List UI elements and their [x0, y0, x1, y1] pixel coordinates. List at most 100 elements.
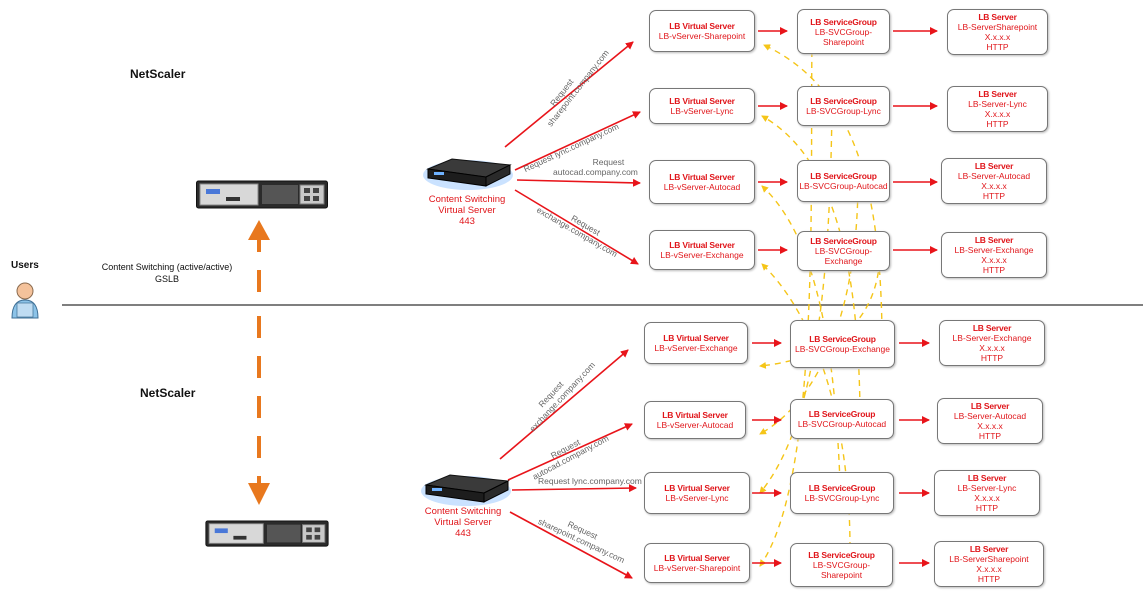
cs-vserver-bottom-label: Content Switching Virtual Server 443 [408, 506, 518, 539]
box-ip: X.x.x.x [976, 564, 1002, 574]
box-name: LB-Server-Autocad [953, 411, 1027, 421]
lb-servicegroup-box[interactable]: LB ServiceGroup LB-SVCGroup-Lync [797, 86, 890, 126]
users-label: Users [11, 260, 39, 271]
content-switch-icon [421, 474, 511, 506]
request-arrow [507, 423, 633, 481]
box-name: LB-Server-Lync [957, 483, 1017, 493]
cross-site-link [763, 44, 883, 331]
netscaler-appliance-icon [196, 180, 328, 209]
lb-server-box[interactable]: LB Server LB-Server-Autocad X.x.x.x HTTP [941, 158, 1047, 204]
lb-servicegroup-box[interactable]: LB ServiceGroup LB-SVCGroup-Lync [790, 472, 894, 514]
lb-server-box[interactable]: LB Server LB-Server-Autocad X.x.x.x HTTP [937, 398, 1043, 444]
box-name-2: Sharepoint [822, 36, 865, 47]
lb-servicegroup-box[interactable]: LB ServiceGroup LB-SVCGroup- Sharepoint [797, 9, 890, 54]
box-ip: X.x.x.x [979, 343, 1005, 353]
box-proto: HTTP [986, 119, 1009, 129]
lb-servicegroup-box[interactable]: LB ServiceGroup LB-SVCGroup- Sharepoint [790, 543, 893, 587]
lb-server-box[interactable]: LB Server LB-ServerSharepoint X.x.x.x HT… [947, 9, 1048, 55]
lb-server-box[interactable]: LB Server LB-Server-Lync X.x.x.x HTTP [934, 470, 1040, 516]
box-title: LB ServiceGroup [810, 236, 877, 246]
box-title: LB Virtual Server [664, 553, 730, 563]
box-name: LB-vServer-Exchange [660, 250, 744, 260]
box-proto: HTTP [975, 503, 999, 513]
box-title: LB Virtual Server [664, 483, 730, 493]
request-line1: Request lync.company.com [538, 476, 642, 486]
lb-virtual-server-box[interactable]: LB Virtual Server LB-vServer-Sharepoint [649, 10, 755, 52]
box-title: LB ServiceGroup [808, 483, 876, 493]
box-name: LB-Server-Exchange [952, 333, 1032, 343]
flow-arrows [499, 27, 938, 579]
request-arrow [514, 189, 639, 265]
request-line1: Request [592, 157, 625, 167]
lb-servicegroup-box[interactable]: LB ServiceGroup LB-SVCGroup-Autocad [797, 160, 890, 202]
box-name: LB-SVCGroup-Lync [804, 493, 880, 503]
lb-virtual-server-box[interactable]: LB Virtual Server LB-vServer-Lync [644, 472, 750, 514]
box-name: LB-vServer-Autocad [663, 182, 741, 192]
box-name: LB-vServer-Exchange [654, 343, 738, 353]
netscaler-bottom-title: NetScaler [140, 386, 196, 400]
box-proto: HTTP [977, 574, 1001, 584]
cs-top-line3: 443 [459, 216, 475, 227]
box-proto: HTTP [982, 265, 1006, 275]
box-title: LB ServiceGroup [810, 171, 877, 181]
cs-bottom-line3: 443 [455, 528, 471, 539]
box-title: LB Server [970, 401, 1010, 411]
cs-bottom-line2: Virtual Server [434, 517, 492, 528]
box-title: LB Virtual Server [669, 172, 735, 182]
box-ip: X.x.x.x [981, 181, 1007, 191]
netscaler-top-title: NetScaler [130, 67, 186, 81]
user-icon [11, 282, 39, 319]
gslb-link-label-line2: GSLB [154, 274, 179, 284]
box-name: LB-vServer-Lync [670, 106, 734, 116]
box-name: LB-vServer-Lync [665, 493, 729, 503]
lb-virtual-server-box[interactable]: LB Virtual Server LB-vServer-Exchange [649, 230, 755, 270]
box-name: LB-SVCGroup- [814, 26, 873, 37]
lb-virtual-server-box[interactable]: LB Virtual Server LB-vServer-Autocad [649, 160, 755, 204]
lb-servicegroup-box[interactable]: LB ServiceGroup LB-SVCGroup-Autocad [790, 399, 894, 439]
box-name: LB-Server-Exchange [954, 245, 1034, 255]
box-ip: X.x.x.x [984, 32, 1011, 42]
box-title: LB ServiceGroup [810, 96, 877, 106]
cross-site-link [759, 249, 881, 369]
lb-servicegroup-box[interactable]: LB ServiceGroup LB-SVCGroup-Exchange [790, 320, 895, 368]
lb-servicegroup-box[interactable]: LB ServiceGroup LB-SVCGroup-Exchange [797, 231, 890, 271]
box-name: LB-SVCGroup-Autocad [799, 181, 888, 191]
box-name: LB-ServerSharepoint [957, 22, 1038, 32]
lb-virtual-server-box[interactable]: LB Virtual Server LB-vServer-Exchange [644, 322, 748, 364]
gslb-arrow-up [248, 220, 270, 240]
box-title: LB ServiceGroup [810, 16, 877, 27]
gslb-link-label: Content Switching (active/active) GSLB [92, 261, 242, 285]
box-ip: X.x.x.x [984, 109, 1011, 119]
lb-server-box[interactable]: LB Server LB-Server-Exchange X.x.x.x HTT… [941, 232, 1047, 278]
lb-server-box[interactable]: LB Server LB-ServerSharepoint X.x.x.x HT… [934, 541, 1044, 587]
cs-top-line2: Virtual Server [438, 205, 496, 216]
box-title: LB ServiceGroup [808, 550, 875, 560]
lb-virtual-server-box[interactable]: LB Virtual Server LB-vServer-Autocad [644, 401, 746, 439]
box-name: LB-vServer-Autocad [656, 420, 734, 430]
content-switch-icon [423, 158, 513, 190]
gslb-link-label-line1: Content Switching (active/active) [101, 262, 233, 272]
box-title: LB Server [972, 323, 1012, 333]
cs-vserver-top-label: Content Switching Virtual Server 443 [412, 194, 522, 227]
box-name: LB-SVCGroup-Exchange [814, 246, 873, 266]
lb-virtual-server-box[interactable]: LB Virtual Server LB-vServer-Sharepoint [644, 543, 750, 583]
request-arrow [504, 41, 634, 148]
request-arrow [511, 484, 637, 493]
box-proto: HTTP [982, 191, 1006, 201]
box-title: LB Virtual Server [663, 333, 729, 343]
box-name: LB-SVCGroup-Exchange [795, 344, 890, 354]
request-arrow [514, 111, 641, 171]
box-title: LB ServiceGroup [808, 409, 876, 419]
box-name: LB-ServerSharepoint [949, 554, 1029, 564]
request-line2: autocad.company.com [553, 167, 638, 177]
box-title: LB Server [974, 161, 1014, 171]
box-name: LB-Server-Autocad [957, 171, 1031, 181]
box-name: LB-SVCGroup-Lync [806, 106, 881, 116]
request-label: Request autocad.company.com [553, 157, 638, 177]
box-ip: X.x.x.x [977, 421, 1003, 431]
lb-server-box[interactable]: LB Server LB-Server-Exchange X.x.x.x HTT… [939, 320, 1045, 366]
box-title: LB Server [969, 544, 1009, 554]
lb-server-box[interactable]: LB Server LB-Server-Lync X.x.x.x HTTP [947, 86, 1048, 132]
lb-virtual-server-box[interactable]: LB Virtual Server LB-vServer-Lync [649, 88, 755, 124]
